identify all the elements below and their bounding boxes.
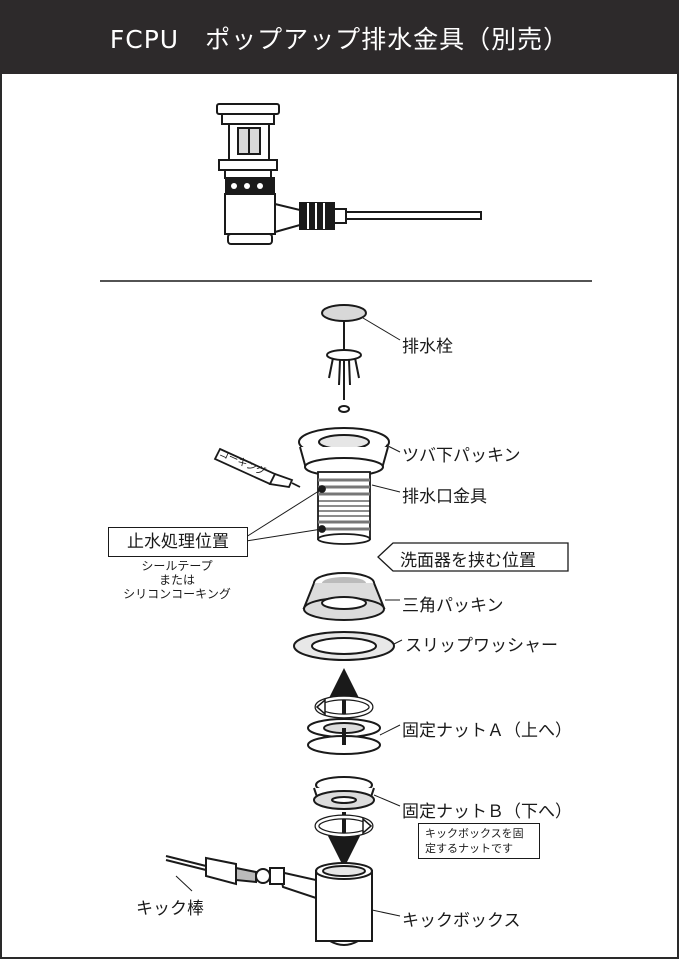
tighten-down-arrows (314, 812, 374, 868)
nut-b-note-line1: キックボックスを固 (425, 827, 524, 840)
label-basin-position: 洗面器を挟む位置 (400, 551, 536, 571)
nut-b-part (313, 776, 375, 810)
label-flange-packing: ツバ下パッキン (402, 446, 521, 466)
label-nut-a: 固定ナットＡ（上へ） (402, 721, 572, 741)
nut-b-note-line2: 定するナットです (425, 842, 513, 855)
caulking-tube-icon (213, 447, 301, 488)
triangle-packing-part (302, 572, 386, 621)
sealing-note: シールテープ または シリコンコーキング (118, 559, 236, 601)
page-title: FCPU ポップアップ排水金具（別売） (109, 25, 570, 54)
label-slip-washer: スリップワッシャー (405, 636, 558, 656)
header-bar (0, 0, 679, 74)
drain-plug-part (321, 304, 367, 413)
slip-washer-part (293, 631, 395, 661)
label-drain-fitting: 排水口金具 (402, 487, 487, 507)
sealing-position-box: 止水処理位置 (108, 527, 248, 557)
sealing-note-line3: シリコンコーキング (123, 587, 231, 601)
label-triangle-packing: 三角パッキン (402, 596, 504, 616)
drain-flange-part (298, 427, 390, 477)
kick-box-part (165, 855, 373, 946)
basin-position-callout (377, 542, 569, 572)
label-kick-rod: キック棒 (136, 899, 204, 919)
drain-fitting-part (317, 471, 371, 545)
label-kick-box: キックボックス (402, 911, 521, 931)
sealing-note-line1: シールテープ (141, 559, 213, 573)
sealing-note-line2: または (158, 573, 195, 587)
assembled-popup-drain-illustration (216, 103, 482, 245)
label-drain-plug: 排水栓 (402, 337, 453, 357)
tighten-up-arrows (314, 668, 374, 722)
nut-b-note-box: キックボックスを固 定するナットです (418, 823, 540, 859)
label-nut-b: 固定ナットＢ（下へ） (402, 802, 572, 822)
